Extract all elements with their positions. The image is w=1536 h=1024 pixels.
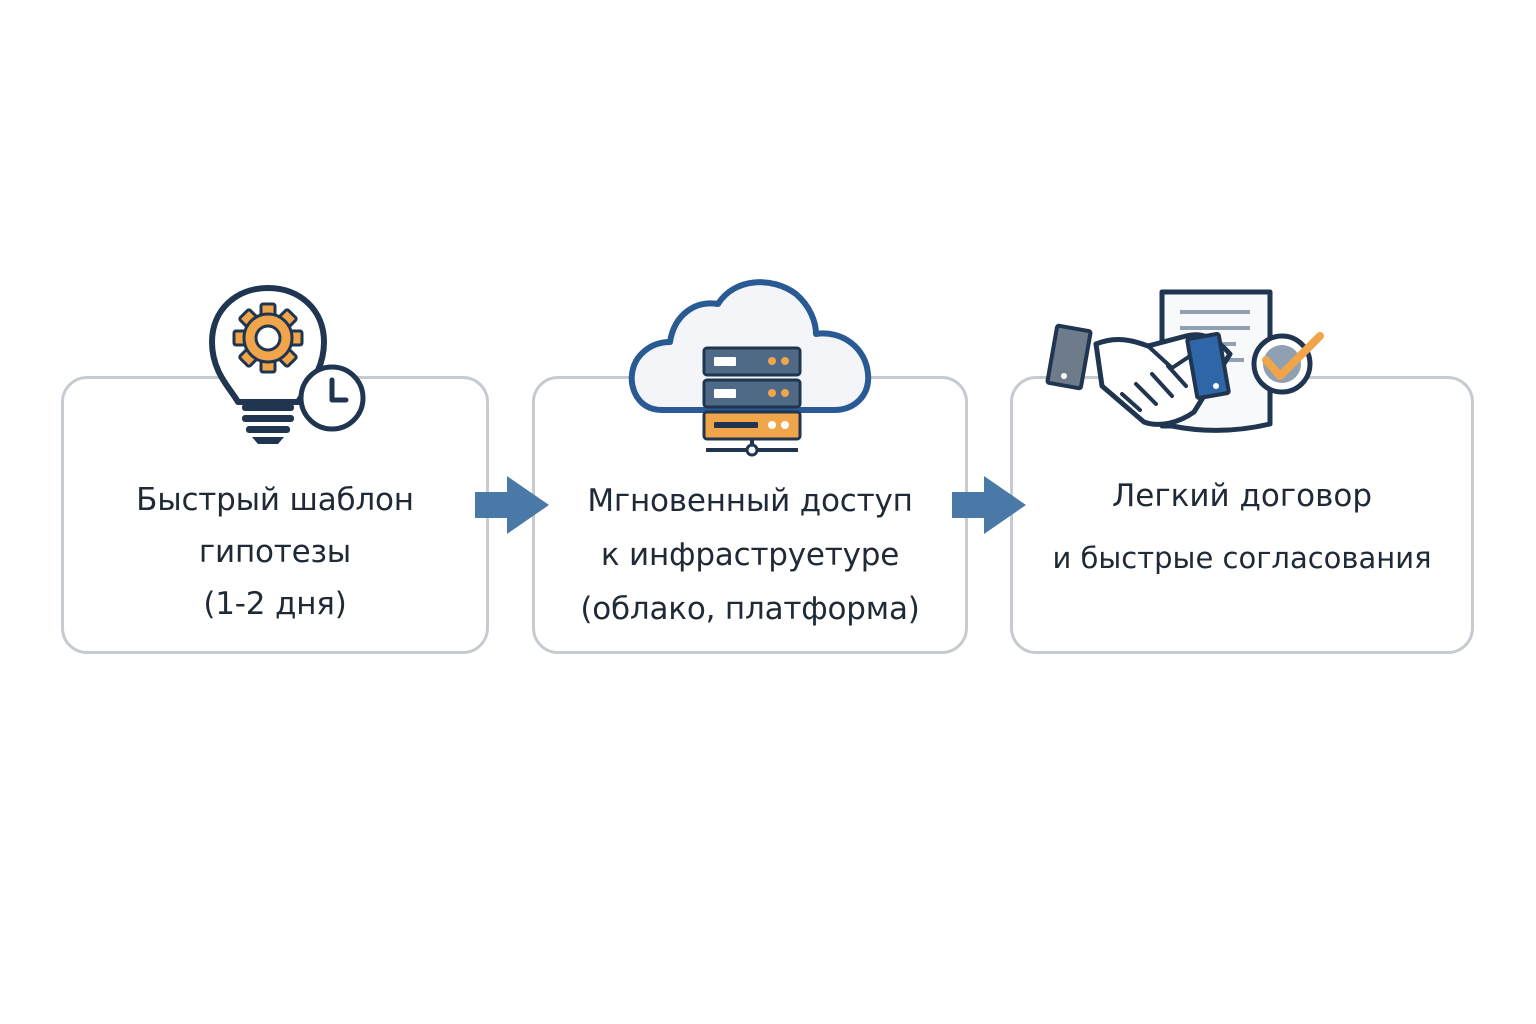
step-infrastructure-subtitle: к инфраструетуре [600,537,900,573]
handshake-icon [1045,323,1233,427]
step-template-title: Быстрый шаблон [136,482,414,518]
step-template-text: Быстрый шаблон гипотезы (1-2 дня) [61,474,489,630]
checkmark-badge-icon [1251,332,1324,395]
step-infrastructure-title: Мгновенный доступ [587,483,913,519]
step-template-duration: (1-2 дня) [203,586,347,622]
step-card-template [61,376,489,654]
arrow-right-icon [475,476,549,534]
step-contract-title: Легкий договор [1111,478,1373,514]
cloud-server-icon [628,279,872,457]
handshake-contract-check-icon [1045,289,1324,433]
left-cuff-icon [1045,323,1093,391]
step-infrastructure-text: Мгновенный доступ к инфраструетуре (обла… [532,474,968,636]
right-cuff-icon [1185,331,1231,401]
cloud-icon [628,279,872,413]
gear-icon [232,302,304,374]
server-icon [702,346,802,457]
step-template-subtitle: гипотезы [198,534,352,570]
clock-icon [298,364,366,432]
step-contract-subtitle: и быстрые согласования [1052,541,1432,575]
lightbulb-gear-clock-icon [209,285,366,444]
step-infrastructure-detail: (облако, платформа) [580,591,920,627]
arrow-right-icon [952,476,1026,534]
